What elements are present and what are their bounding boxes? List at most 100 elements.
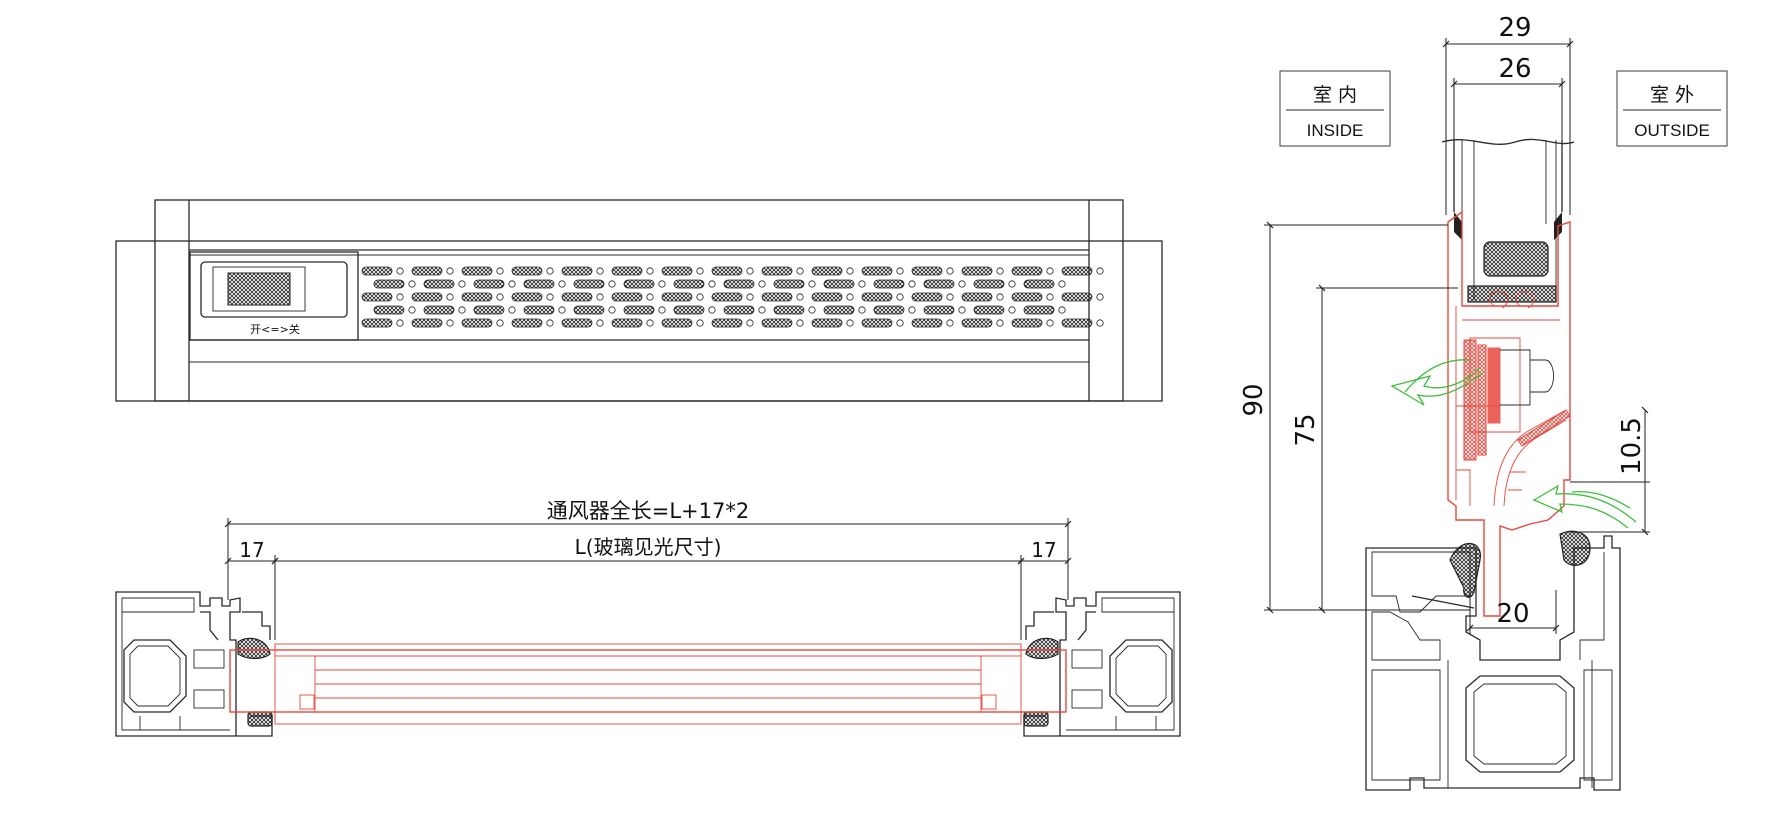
grille-hole	[796, 319, 804, 327]
grille-slot	[761, 266, 793, 276]
grille-hole	[396, 267, 404, 275]
grille-slot	[773, 279, 805, 289]
grille-hole	[396, 319, 404, 327]
grille-slot	[561, 266, 593, 276]
inside-cn-text: 室 内	[1313, 84, 1357, 106]
grille-slot	[523, 279, 555, 289]
grille-hole	[458, 306, 466, 314]
grille-slot	[573, 305, 605, 315]
left-top-gasket	[237, 637, 271, 660]
grille-slot	[411, 266, 443, 276]
grille-hole	[446, 267, 454, 275]
dim-26: 26	[1498, 54, 1531, 84]
inflow-arrow-icon	[1532, 484, 1637, 529]
grille-slot	[923, 279, 955, 289]
grille-hole	[946, 267, 954, 275]
grille-slot	[561, 318, 593, 328]
grille-hole	[1096, 293, 1104, 301]
glass-length-label: L(玻璃见光尺寸)	[575, 535, 722, 559]
vent-grille	[361, 266, 1104, 328]
inside-en-text: INSIDE	[1307, 121, 1364, 140]
outer-gasket	[1559, 530, 1591, 566]
grille-hole	[446, 319, 454, 327]
grille-slot	[661, 318, 693, 328]
grille-slot	[623, 305, 655, 315]
grille-slot	[911, 318, 943, 328]
grille-slot	[1011, 292, 1043, 302]
grille-slot	[623, 279, 655, 289]
bottom-section: 通风器全长=L+17*2 17 17 L(玻璃见光尺寸)	[115, 499, 1181, 737]
grille-slot	[961, 292, 993, 302]
grille-hole	[808, 280, 816, 288]
dim-90: 90	[1239, 383, 1269, 416]
grille-hole	[708, 306, 716, 314]
outside-cn-text: 室 外	[1650, 84, 1694, 106]
grille-slot	[473, 305, 505, 315]
grille-hole	[646, 293, 654, 301]
grille-hole	[796, 267, 804, 275]
dim-20: 20	[1496, 599, 1529, 629]
grille-slot	[1011, 318, 1043, 328]
grille-slot	[361, 318, 393, 328]
grille-hole	[1058, 280, 1066, 288]
grille-slot	[411, 292, 443, 302]
grille-slot	[961, 318, 993, 328]
grille-hole	[608, 280, 616, 288]
grille-slot	[973, 305, 1005, 315]
grille-hole	[658, 306, 666, 314]
right-frame-profile	[1023, 591, 1181, 737]
grille-slot	[611, 292, 643, 302]
grille-hole	[646, 319, 654, 327]
grille-slot	[1061, 292, 1093, 302]
grille-hole	[746, 293, 754, 301]
front-view-body	[154, 199, 1124, 402]
grille-hole	[1008, 280, 1016, 288]
grille-hole	[846, 319, 854, 327]
left-bottom-gasket	[247, 711, 273, 727]
grille-hole	[958, 280, 966, 288]
grille-hole	[546, 319, 554, 327]
switch-slider	[200, 261, 348, 318]
switch-grip	[227, 272, 291, 306]
grille-hole	[408, 306, 416, 314]
switch-panel	[189, 251, 359, 341]
grille-hole	[596, 319, 604, 327]
grille-slot	[711, 266, 743, 276]
grille-hole	[896, 293, 904, 301]
grille-hole	[758, 306, 766, 314]
left-frame-profile	[115, 591, 273, 737]
grille-hole	[496, 293, 504, 301]
grille-hole	[958, 306, 966, 314]
grille-slot	[761, 318, 793, 328]
grille-slot	[373, 305, 405, 315]
grille-slot	[423, 279, 455, 289]
ventilator-profile	[1447, 210, 1571, 617]
grille-hole	[658, 280, 666, 288]
grille-slot	[1061, 266, 1093, 276]
grille-hole	[908, 306, 916, 314]
grille-hole	[946, 293, 954, 301]
grille-hole	[1046, 293, 1054, 301]
grille-hole	[696, 293, 704, 301]
grille-slot	[673, 305, 705, 315]
grille-slot	[811, 318, 843, 328]
grille-hole	[746, 319, 754, 327]
grille-hole	[1058, 306, 1066, 314]
glass-bottom-seal	[1467, 285, 1557, 303]
grille-slot	[561, 292, 593, 302]
outflow-arrow-icon	[1390, 367, 1485, 406]
grille-hole	[708, 280, 716, 288]
dim-10-5: 10.5	[1617, 417, 1647, 475]
grille-hole	[596, 267, 604, 275]
dim-29: 29	[1498, 13, 1531, 43]
grille-slot	[723, 279, 755, 289]
window-frame-profile	[1365, 530, 1621, 791]
grille-hole	[758, 280, 766, 288]
outside-en-text: OUTSIDE	[1634, 121, 1710, 140]
right-offset-label: 17	[1031, 538, 1056, 562]
grille-slot	[923, 305, 955, 315]
grille-hole	[746, 267, 754, 275]
grille-hole	[796, 293, 804, 301]
grille-hole	[608, 306, 616, 314]
